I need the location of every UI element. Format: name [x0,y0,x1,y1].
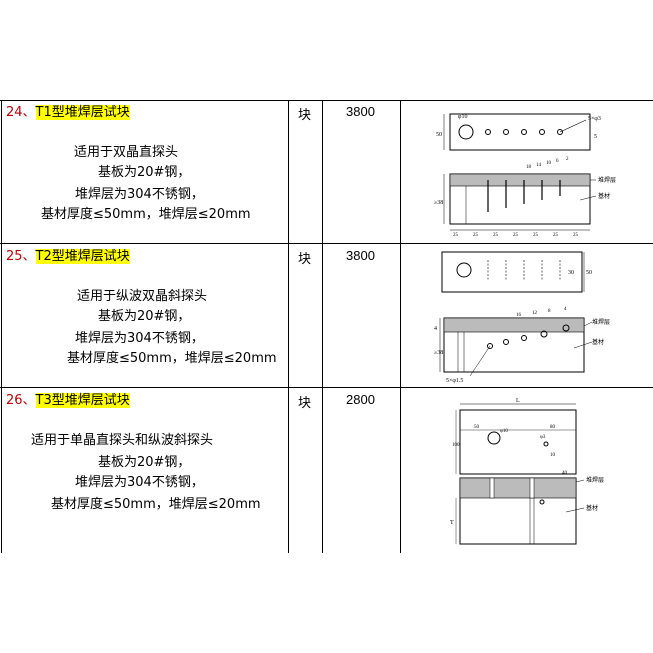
label-cladding: 堆焊层 [586,476,604,484]
label-base: 基材 [592,338,604,346]
column-divider [400,100,401,553]
dim-label: 50 [586,270,592,276]
unit-cell: 块 [298,108,312,123]
table-left-border [1,100,2,553]
product-name: T1型堆焊层试块 [35,105,130,120]
dim-label: 6 [556,159,559,164]
row-divider [0,243,653,244]
t2-block-drawing: 50 30 16 12 8 4 4 ≥38 5×φ1.5 堆焊层 基材 [434,251,610,384]
description-line: 适用于纵波双晶斜探头 [77,289,208,304]
product-table: 24、T1型堆焊层试块 适用于双晶直探头 基板为20#钢， 堆焊层为304不锈钢… [0,100,653,553]
unit-cell: 块 [298,396,312,411]
description-line: 堆焊层为304不锈钢， [75,475,204,490]
dim-label: 25 [513,233,519,238]
t3-block-drawing: L 50 φ10 80 φ3 100 10 堆焊层 基材 T 40 [450,398,604,545]
dim-label: 25 [493,233,499,238]
description-line: 堆焊层为304不锈钢， [75,187,204,202]
label-base: 基材 [586,504,598,512]
dim-label: 40 [562,471,568,476]
dim-label: ≥38 [434,350,443,356]
description-line: 基材厚度≤50mm，堆焊层≤20mm [41,207,251,222]
dim-label: 12 [532,311,538,316]
dim-label: ≥38 [434,200,443,206]
price-cell: 2800 [346,392,375,407]
dim-label: 25 [453,233,459,238]
dim-label: 10 [546,161,552,166]
product-index: 26、 [6,393,36,408]
dim-label: 8 [548,309,551,314]
price-cell: 3800 [346,248,375,263]
dim-label: L [516,398,520,404]
price-cell: 3800 [346,104,375,119]
table-top-border [0,100,653,101]
dim-label: φ10 [500,429,508,434]
description-line: 适用于单晶直探头和纵波斜探头 [31,433,214,448]
product-index: 24、 [6,105,36,120]
dim-label: 5 [594,134,597,140]
dim-label: T [450,520,454,526]
description-line: 基材厚度≤50mm，堆焊层≤20mm [67,351,277,366]
dim-label: 16 [516,313,522,318]
description-line: 基板为20#钢， [98,165,191,180]
label-cladding: 堆焊层 [592,318,610,326]
product-name: T2型堆焊层试块 [35,249,130,264]
label-cladding: 堆焊层 [598,176,616,184]
dim-label: 25 [553,233,559,238]
product-index: 25、 [6,249,36,264]
column-divider [288,100,289,553]
dim-label: 10 [550,453,556,458]
dim-label: 4 [434,326,437,332]
dim-label: 50 [436,132,442,138]
dim-label: 25 [473,233,479,238]
description-line: 基材厚度≤50mm，堆焊层≤20mm [51,497,261,512]
column-divider [322,100,323,553]
dim-label: 30 [568,270,574,276]
dim-label: 25 [533,233,539,238]
description-line: 适用于双晶直探头 [74,145,179,160]
dim-label: 25 [573,233,579,238]
row-divider [0,387,653,388]
dim-label: φ3 [540,435,546,440]
unit-cell: 块 [298,252,312,267]
dim-label: 50 [474,425,480,430]
description-line: 堆焊层为304不锈钢， [75,331,204,346]
dim-label: φ10 [458,114,467,120]
dim-label: 14 [536,163,542,168]
description-line: 基板为20#钢， [98,309,191,324]
product-title: 24、T1型堆焊层试块 [6,104,130,121]
product-name: T3型堆焊层试块 [35,393,130,408]
product-title: 26、T3型堆焊层试块 [6,392,130,409]
t1-block-drawing: φ10 5×φ3 50 5 18 14 10 6 2 堆焊层 基材 ≥38 25… [434,113,616,238]
dim-label: 18 [526,165,532,170]
dim-label: 4 [564,307,567,312]
product-title: 25、T2型堆焊层试块 [6,248,130,265]
dim-label: 5×φ3 [588,116,601,122]
dim-label: 2 [566,157,569,162]
label-base: 基材 [598,192,610,200]
description-line: 基板为20#钢， [98,455,191,470]
dim-label: 5×φ1.5 [446,378,463,384]
dim-label: 80 [550,425,556,430]
